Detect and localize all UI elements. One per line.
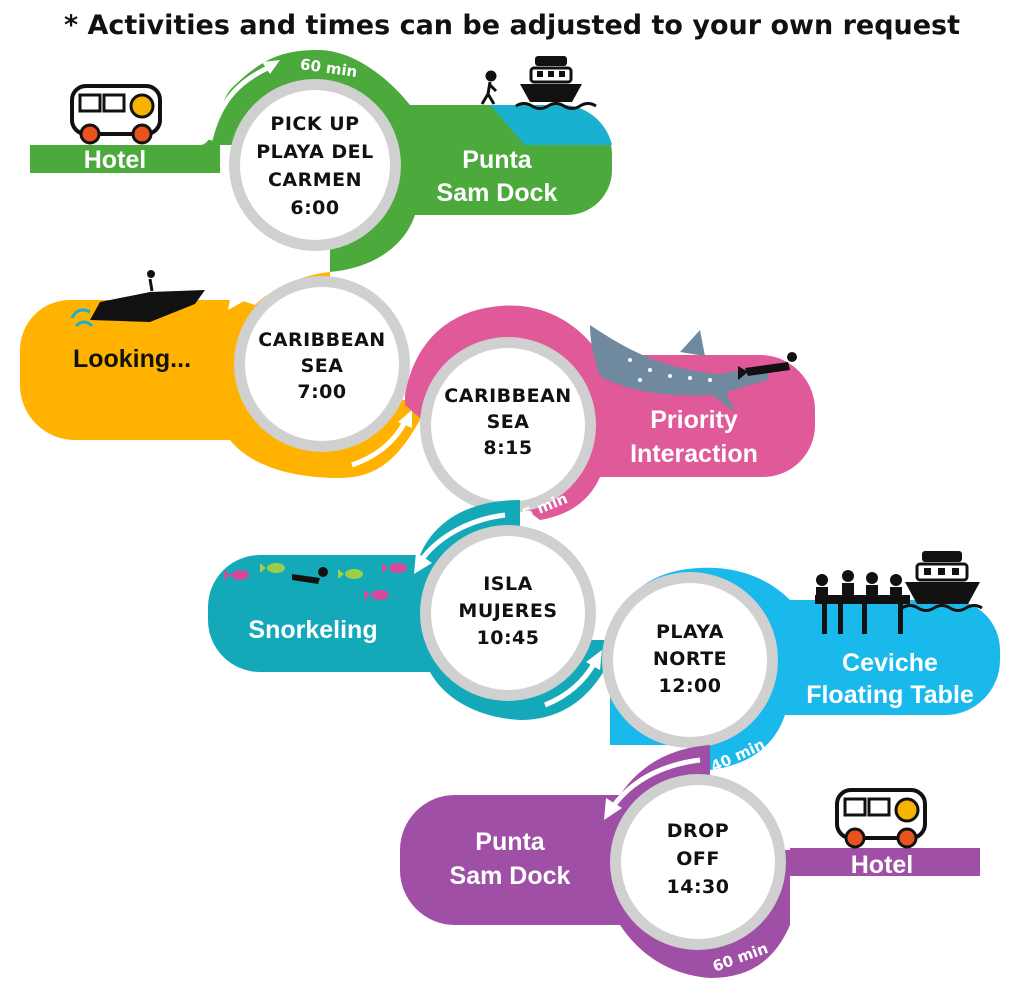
header-note: * Activities and times can be adjusted t… xyxy=(64,10,960,41)
stop-circle-3-inner xyxy=(431,348,585,502)
stop-4-line-3: 10:45 xyxy=(477,627,540,649)
ceviche-label-line-2: Floating Table xyxy=(806,681,974,709)
segment-pickup: PICK UP PLAYA DEL CARMEN 6:00 Hotel Punt… xyxy=(30,50,613,272)
fish-icon xyxy=(224,563,407,600)
hotel-end-label: Hotel xyxy=(851,851,914,879)
punta-sam-label-1-line-1: Punta xyxy=(462,146,533,174)
ceviche-label-line-1: Ceviche xyxy=(842,649,938,677)
purple-flow-arrow xyxy=(609,757,701,810)
segment-isla-mujeres: ISLA MUJERES 10:45 Snorkeling xyxy=(208,500,610,720)
stop-2-line-2: SEA xyxy=(301,355,344,377)
punta-sam-label-2-line-2: Sam Dock xyxy=(450,862,571,890)
stop-1-line-3: CARMEN xyxy=(268,169,362,191)
bus-icon xyxy=(835,788,927,849)
stop-5-line-1: PLAYA xyxy=(656,621,724,643)
segment-caribbean-1: CARIBBEAN SEA 7:00 Looking... xyxy=(20,230,420,478)
orange-arrow-head-2 xyxy=(398,410,412,428)
stop-1-line-2: PLAYA DEL xyxy=(256,141,374,163)
segment-playa-norte: PLAYA NORTE 12:00 Ceviche Floating Table… xyxy=(602,551,1000,776)
looking-label: Looking... xyxy=(73,345,191,373)
green-flow-arrow xyxy=(207,63,274,141)
stop-1-line-1: PICK UP xyxy=(270,113,359,135)
dining-table-icon xyxy=(815,570,910,634)
hotel-start-label: Hotel xyxy=(84,146,147,174)
bus-icon xyxy=(70,84,162,145)
stop-circle-4-inner xyxy=(431,536,585,690)
stop-6-line-1: DROP xyxy=(667,820,729,842)
stop-3-line-2: SEA xyxy=(487,411,530,433)
stop-5-line-2: NORTE xyxy=(653,648,727,670)
stop-circle-2-inner xyxy=(245,287,399,441)
orange-arrow-head-1 xyxy=(228,290,246,310)
stop-circle-5-inner xyxy=(613,583,767,737)
stop-3-line-1: CARIBBEAN xyxy=(444,385,571,407)
snorkeler-icon xyxy=(292,567,328,584)
green-arrow-head xyxy=(262,60,280,74)
orange-flow-arrow-2 xyxy=(351,420,408,468)
stop-2-line-3: 7:00 xyxy=(297,381,346,403)
diver-icon xyxy=(738,352,797,380)
punta-sam-label-1-line-2: Sam Dock xyxy=(437,179,558,207)
green-band-hotel xyxy=(30,145,220,173)
priority-label-line-1: Priority xyxy=(650,406,738,434)
stop-3-line-3: 8:15 xyxy=(483,437,532,459)
stop-1-line-4: 6:00 xyxy=(290,197,339,219)
teal-flow-arrow-2 xyxy=(544,660,598,708)
priority-label-line-2: Interaction xyxy=(630,440,758,468)
sea-water xyxy=(490,104,612,145)
ship-icon xyxy=(515,56,597,110)
ship-icon xyxy=(901,551,983,612)
orange-flow-arrow-1 xyxy=(234,255,319,302)
snorkeling-label: Snorkeling xyxy=(248,616,377,644)
stop-6-line-3: 14:30 xyxy=(667,876,730,898)
stop-circle-1-inner xyxy=(240,90,390,240)
stop-5-line-3: 12:00 xyxy=(659,675,722,697)
stop-4-line-1: ISLA xyxy=(483,573,533,595)
green-band-left xyxy=(30,50,613,272)
teal-flow-arrow-1 xyxy=(417,512,506,564)
teal-arrow-head-2 xyxy=(586,650,602,670)
stop-circle-6-inner xyxy=(621,785,775,939)
teal-arrow-head-1 xyxy=(414,552,432,574)
speedboat-icon xyxy=(70,270,205,328)
purple-arrow-head xyxy=(604,798,622,820)
segment-caribbean-2: CARIBBEAN SEA 8:15 Priority Interaction … xyxy=(405,305,815,527)
stop-4-line-2: MUJERES xyxy=(458,600,557,622)
stop-6-line-2: OFF xyxy=(676,848,720,870)
walking-person-icon xyxy=(480,70,498,105)
segment-drop-off: DROP OFF 14:30 Punta Sam Dock Hotel 60 m… xyxy=(400,745,980,978)
punta-sam-label-2-line-1: Punta xyxy=(475,828,546,856)
stop-2-line-1: CARIBBEAN xyxy=(258,329,385,351)
whale-shark-icon xyxy=(590,325,768,412)
